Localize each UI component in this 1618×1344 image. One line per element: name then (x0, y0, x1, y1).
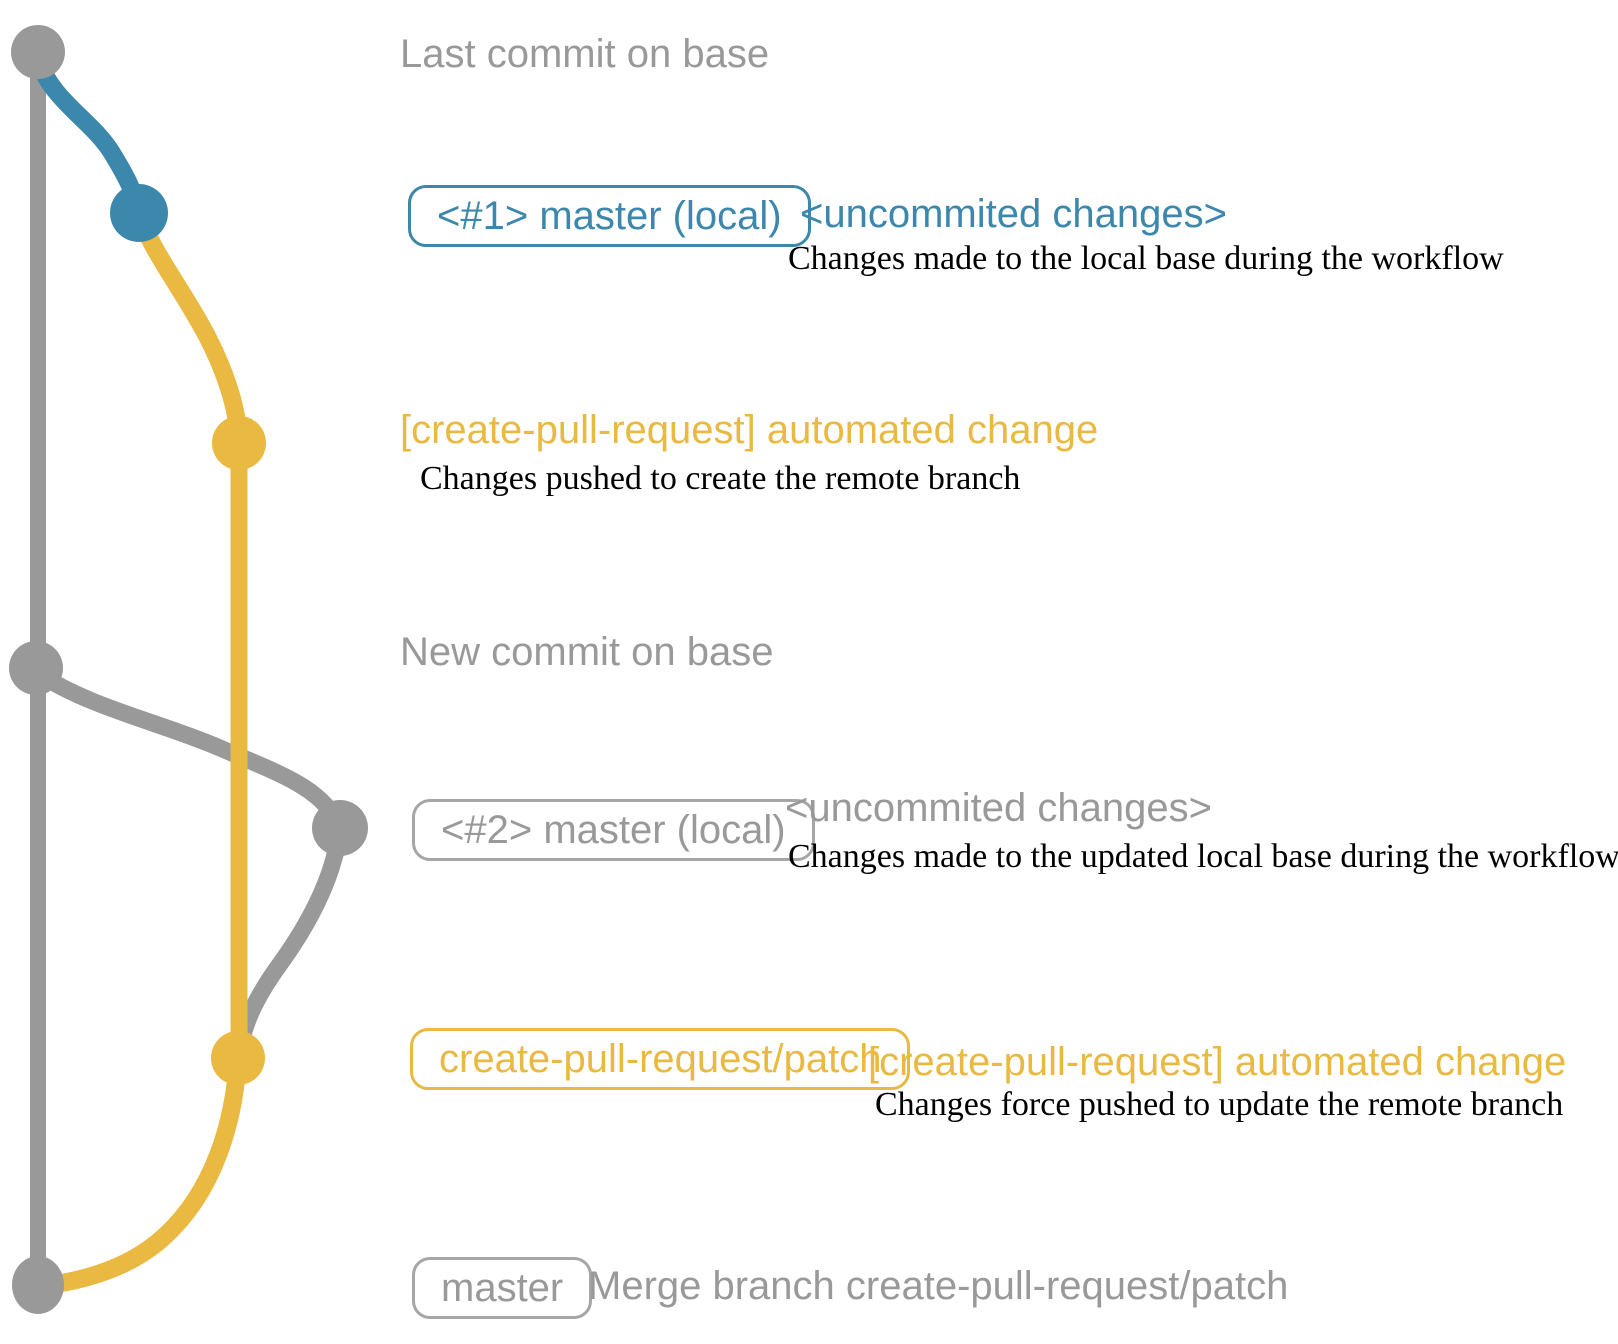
branch-badge-master: master (412, 1257, 593, 1319)
commit-message-uncommited-changes-2: <uncommited changes> (785, 786, 1212, 830)
commit-dot-automated-change-1 (212, 416, 266, 470)
caption-force-push-remote-branch: Changes force pushed to update the remot… (875, 1086, 1564, 1123)
yellow-branch-merge-curve (33, 1049, 247, 1295)
gray-branch-down-curve (229, 819, 349, 1067)
commit-dot-master-local-2 (312, 800, 368, 856)
commit-dot-new-commit-on-base (9, 641, 63, 695)
commit-dot-merge-commit (12, 1256, 64, 1314)
caption-local-base-changes: Changes made to the local base during th… (788, 240, 1504, 277)
caption-updated-local-base-changes: Changes made to the updated local base d… (788, 838, 1618, 875)
commit-message-merge-branch: Merge branch create-pull-request/patch (588, 1264, 1289, 1308)
yellow-branch-top-curve (130, 204, 248, 452)
gray-branch-out-curve (27, 663, 349, 837)
commit-message-automated-change-2: [create-pull-request] automated change (868, 1040, 1567, 1084)
commit-message-last-commit-on-base: Last commit on base (400, 32, 770, 76)
commit-dot-automated-change-2 (211, 1031, 265, 1085)
commit-message-new-commit-on-base: New commit on base (400, 630, 774, 674)
commit-dot-master-local-1 (110, 184, 168, 242)
branch-badge-create-pull-request-patch: create-pull-request/patch (410, 1028, 911, 1090)
caption-push-remote-branch: Changes pushed to create the remote bran… (420, 460, 1021, 497)
commit-message-uncommited-changes-1: <uncommited changes> (800, 192, 1227, 236)
commit-message-automated-change-1: [create-pull-request] automated change (400, 408, 1099, 452)
commit-dot-last-commit-on-base (11, 25, 65, 79)
branch-badge-master-local-2: <#2> master (local) (412, 799, 815, 861)
branch-badge-master-local-1: <#1> master (local) (408, 185, 811, 247)
